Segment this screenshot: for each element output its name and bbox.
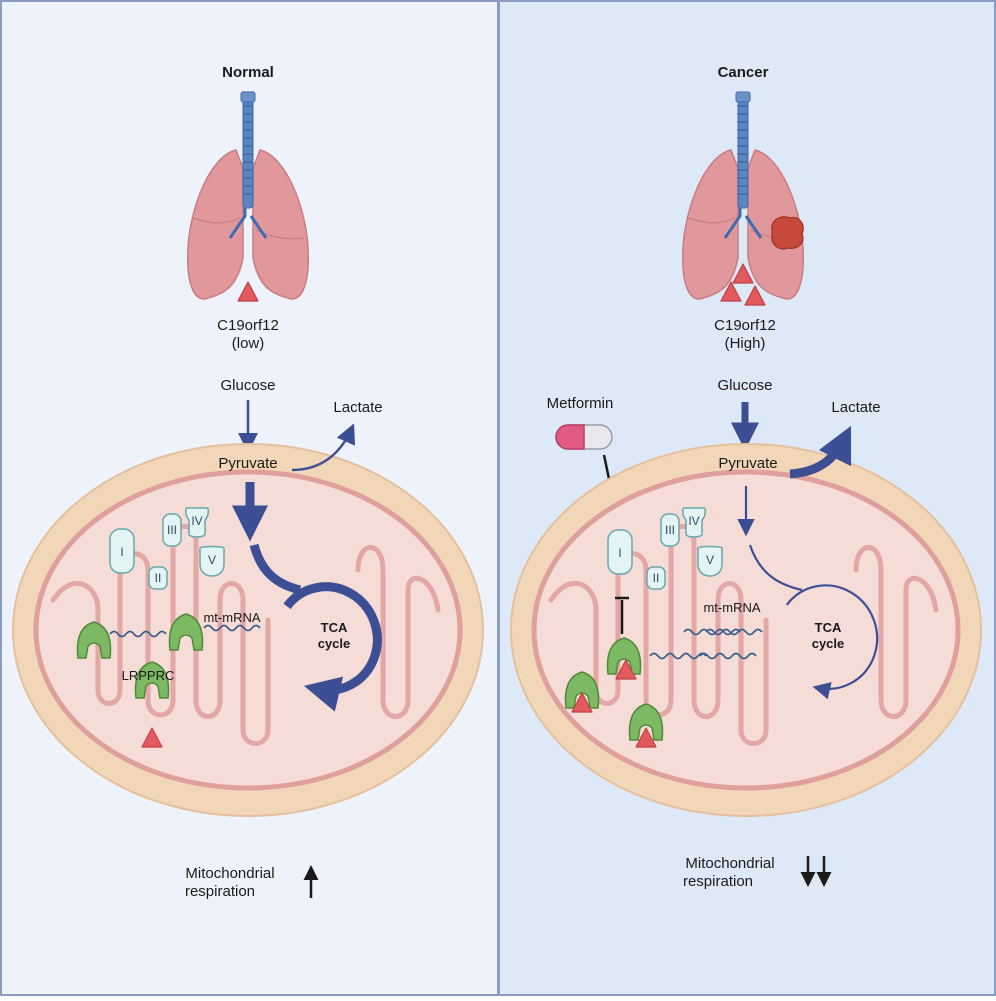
normal-complex-ii-label: II — [155, 571, 162, 585]
metformin-label: Metformin — [547, 395, 614, 412]
cancer-tca-entry-arrow — [748, 544, 803, 592]
cancer-complex-i-label: I — [618, 546, 621, 560]
lrpprc-inhibition-line — [615, 596, 629, 634]
metformin-pill-icon — [555, 424, 613, 450]
tumor-icon — [771, 216, 804, 250]
normal-tca-cycle-arrow — [283, 582, 382, 712]
normal-tca-line2: cycle — [318, 636, 351, 651]
normal-lrpprc-label: LRPPRC — [122, 668, 175, 683]
normal-level-label: (low) — [232, 335, 265, 352]
cancer-title: Cancer — [718, 64, 769, 81]
cancer-lactate-label: Lactate — [831, 399, 880, 416]
cancer-tca-line1: TCA — [815, 620, 842, 635]
normal-complex-v-label: V — [208, 553, 216, 567]
cancer-glucose-label: Glucose — [717, 377, 772, 394]
cancer-mt-mrna-label: mt-mRNA — [703, 600, 760, 615]
normal-tca-entry-arrow — [249, 543, 302, 595]
normal-complex-iii-label: III — [167, 523, 177, 537]
normal-respiration-line1: Mitochondrial — [185, 865, 274, 882]
normal-pyruvate-label: Pyruvate — [218, 455, 277, 472]
cancer-respiration-line2: respiration — [683, 873, 753, 890]
cancer-lactate-arrow — [789, 425, 852, 479]
normal-lactate-label: Lactate — [333, 399, 382, 416]
normal-lactate-arrow — [291, 423, 356, 472]
cancer-respiration-line1: Mitochondrial — [685, 855, 774, 872]
cancer-complex-iv-label: IV — [688, 514, 699, 528]
normal-mt-mrna-label: mt-mRNA — [203, 610, 260, 625]
cancer-tca-line2: cycle — [812, 636, 845, 651]
normal-title: Normal — [222, 64, 274, 81]
cancer-gene-label: C19orf12 — [714, 317, 776, 334]
normal-complex-iv-label: IV — [191, 514, 202, 528]
cancer-level-label: (High) — [725, 335, 766, 352]
cancer-pyruvate-label: Pyruvate — [718, 455, 777, 472]
cancer-complex-ii-label: II — [653, 571, 660, 585]
normal-respiration-line2: respiration — [185, 883, 255, 900]
cancer-tca-cycle-arrow — [785, 584, 879, 700]
normal-gene-label: C19orf12 — [217, 317, 279, 334]
normal-tca-line1: TCA — [321, 620, 348, 635]
cancer-complex-iii-label: III — [665, 523, 675, 537]
cancer-complex-v-label: V — [706, 553, 714, 567]
normal-glucose-label: Glucose — [220, 377, 275, 394]
normal-complex-i-label: I — [120, 545, 123, 559]
